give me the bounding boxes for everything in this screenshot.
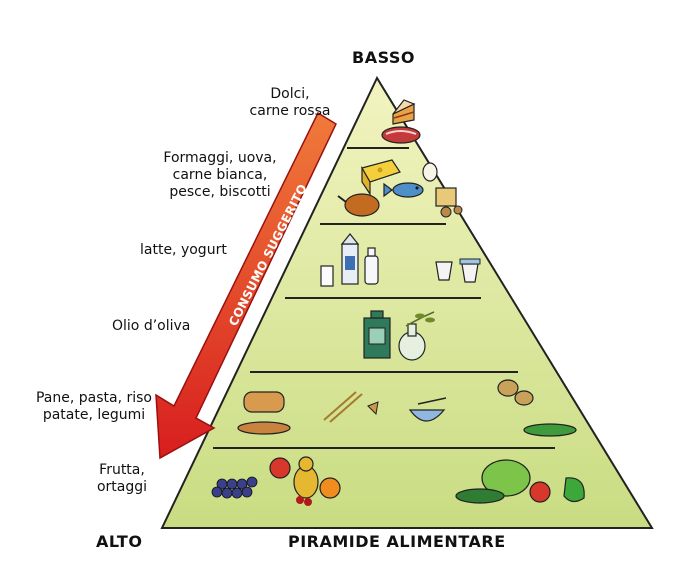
rice-bowl-icon <box>408 397 447 422</box>
oil-cruet-icon <box>398 323 426 361</box>
roast-chicken-icon <box>337 193 380 217</box>
potato-icon <box>497 379 534 406</box>
egg-icon <box>422 162 438 182</box>
bread-icon <box>243 391 285 413</box>
cucumber-icon <box>455 488 505 504</box>
glass-of-milk-icon <box>320 265 334 287</box>
milk-carton-icon <box>340 233 360 285</box>
pepper-icon <box>563 477 585 503</box>
cheese-icon <box>361 159 401 196</box>
tier-label-olio: Olio d’oliva <box>112 318 191 334</box>
pea-pod-icon <box>523 423 577 437</box>
pear-icon <box>293 456 319 499</box>
oil-can-icon <box>363 310 391 359</box>
olive-branch-icon <box>405 311 435 327</box>
tier-label-dolci: Dolci, carne rossa <box>249 86 331 119</box>
pasta-icon <box>323 391 379 423</box>
steak-icon <box>381 126 421 144</box>
pyramid-body <box>160 75 654 529</box>
tier-label-frutta: Frutta, ortaggi <box>96 462 148 495</box>
baguette-icon <box>237 421 291 435</box>
yogurt-cup-icon <box>435 258 481 283</box>
pyramid-title: PIRAMIDE ALIMENTARE <box>288 532 506 551</box>
cherries-icon <box>296 496 312 506</box>
tier-label-formaggi: Formaggi, uova, carne bianca, pesce, bis… <box>163 150 277 200</box>
apple-icon <box>269 457 291 479</box>
orange-icon <box>319 477 341 499</box>
tier-label-pane: Pane, pasta, riso patate, legumi <box>35 390 152 423</box>
tomato-icon <box>529 481 551 503</box>
consumption-arrow <box>155 111 337 460</box>
cookie-icon <box>435 187 463 218</box>
cake-slice-icon <box>392 99 416 125</box>
tier-label-latte: latte, yogurt <box>140 242 227 258</box>
lettuce-icon <box>481 459 531 497</box>
bottom-label-alto: ALTO <box>96 532 143 551</box>
grapes-icon <box>211 476 258 499</box>
fish-icon <box>383 182 424 198</box>
top-label-basso: BASSO <box>352 48 416 67</box>
milk-bottle-icon <box>364 247 379 285</box>
